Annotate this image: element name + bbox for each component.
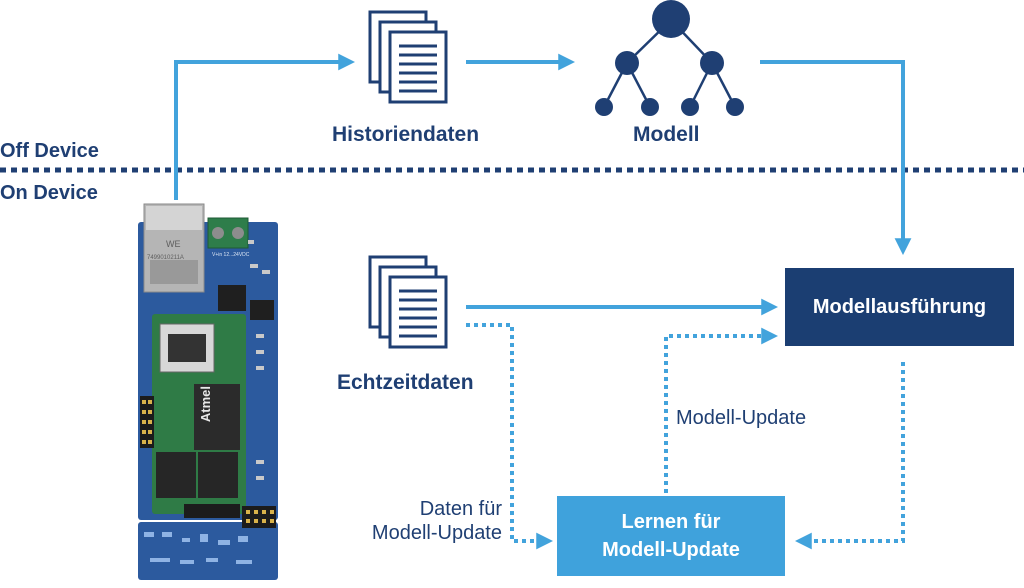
- arrow-realtime-to-learning: [466, 323, 554, 550]
- learning-label-line2: Modell-Update: [602, 539, 740, 561]
- arrow-model-to-execution: [760, 60, 912, 256]
- off-device-label: Off Device: [0, 140, 99, 162]
- on-device-label: On Device: [0, 182, 98, 204]
- model-update-label: Modell-Update: [676, 407, 807, 429]
- document-stack-icon: [368, 10, 448, 104]
- jack-brand-text: WE: [166, 239, 181, 249]
- terminal-label-text: V+in 12...24VDC: [212, 252, 250, 258]
- jack-part-text: 7499010211A: [147, 255, 184, 261]
- model-execution-label: Modellausführung: [812, 296, 987, 318]
- learning-label-line1: Lernen für: [621, 511, 721, 533]
- model-label: Modell: [633, 123, 700, 146]
- model-execution-box: Modellausführung: [785, 268, 1014, 346]
- document-stack-icon: [368, 255, 448, 349]
- historical-data-label: Historiendaten: [332, 123, 480, 146]
- data-for-update-line2: Modell-Update: [371, 522, 502, 544]
- circuit-board-image: WE 7499010211A V+in 12...24VDC Atmel: [138, 203, 278, 580]
- tree-model-icon: [595, 0, 744, 116]
- mcu-brand-text: Atmel: [198, 386, 213, 422]
- realtime-data-label: Echtzeitdaten: [337, 371, 474, 394]
- arrow-execution-to-learning: [794, 362, 905, 550]
- data-for-update-label: Daten für Modell-Update: [350, 497, 502, 545]
- data-for-update-line1: Daten für: [419, 498, 502, 520]
- arrow-device-to-historical: [174, 53, 356, 200]
- learning-box: Lernen für Modell-Update: [557, 496, 785, 576]
